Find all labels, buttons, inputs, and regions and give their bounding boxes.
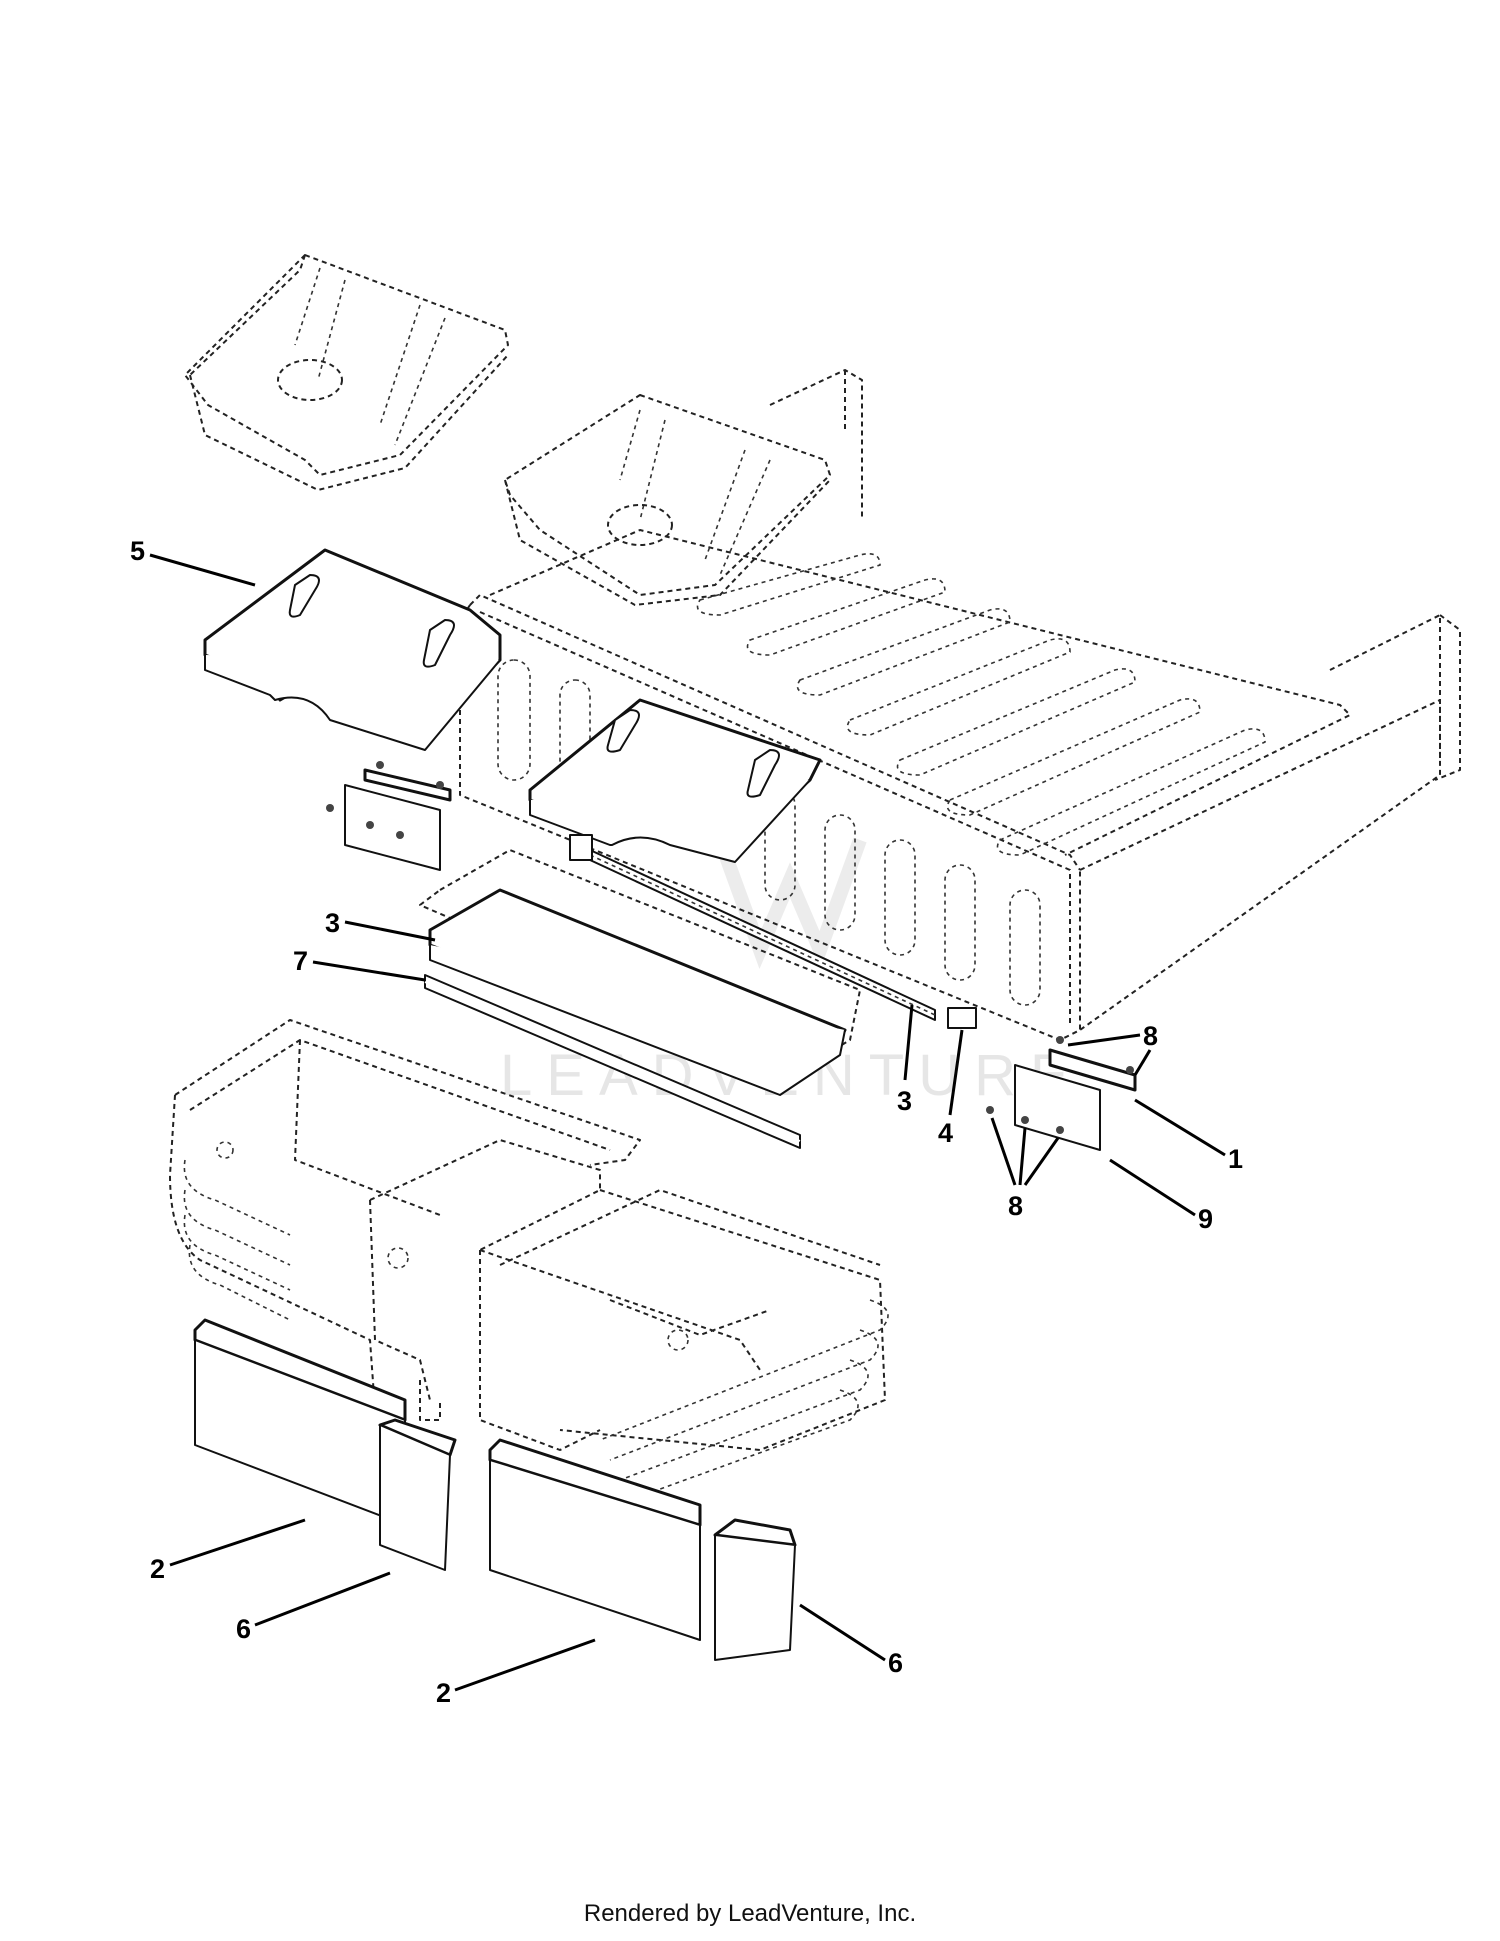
leader-8b-1 xyxy=(990,1117,1017,1186)
part-6-right-cap xyxy=(713,1518,797,1661)
leader-2b xyxy=(454,1638,596,1692)
callout-5: 5 xyxy=(130,536,145,566)
callout-8-lower: 8 xyxy=(1008,1191,1023,1221)
callout-6-left: 6 xyxy=(236,1614,251,1644)
leader-8a-2 xyxy=(1133,1049,1152,1076)
leader-3a xyxy=(344,920,436,942)
callout-3-right: 3 xyxy=(897,1086,912,1116)
footer-credit: Rendered by LeadVenture, Inc. xyxy=(583,1900,917,1927)
callout-6-right: 6 xyxy=(888,1648,903,1678)
lower-chassis-outline xyxy=(169,1019,889,1501)
callout-3-left: 3 xyxy=(325,908,340,938)
leader-8b-3 xyxy=(1023,1137,1060,1186)
leader-9 xyxy=(1109,1158,1196,1217)
part-5-weight xyxy=(203,548,502,871)
callout-numbers: 5 3 7 3 4 8 1 9 8 2 6 2 6 xyxy=(130,536,1243,1708)
right-bracket-assembly xyxy=(986,1036,1137,1151)
leader-5 xyxy=(149,553,256,587)
callout-7: 7 xyxy=(293,946,308,976)
part-2-right-weight xyxy=(488,1438,702,1641)
callout-2-right: 2 xyxy=(436,1678,451,1708)
callout-4: 4 xyxy=(938,1118,953,1148)
watermark-logo xyxy=(713,837,867,970)
part-3-weight-box xyxy=(419,849,861,1096)
leader-1 xyxy=(1134,1098,1226,1157)
callout-2-left: 2 xyxy=(150,1554,165,1584)
leader-4 xyxy=(948,1029,964,1116)
leader-lines xyxy=(149,553,1226,1692)
part-2-left-weight xyxy=(193,1318,407,1526)
leader-8a-1 xyxy=(1067,1033,1141,1047)
deck-slots xyxy=(696,552,1266,856)
callout-1: 1 xyxy=(1228,1144,1243,1174)
callout-8-upper: 8 xyxy=(1143,1021,1158,1051)
callout-9: 9 xyxy=(1198,1204,1213,1234)
leader-8b-2 xyxy=(1018,1127,1027,1186)
leader-2a xyxy=(169,1518,306,1567)
leader-6b xyxy=(799,1603,886,1662)
upper-seat-plate-outline xyxy=(184,254,509,491)
leader-7 xyxy=(312,960,426,982)
center-weight xyxy=(528,698,977,1029)
mower-frame-outline xyxy=(459,369,1461,1041)
part-6-left-cap xyxy=(378,1418,457,1571)
leader-6a xyxy=(254,1571,391,1627)
part-7-strip xyxy=(424,974,801,1149)
leader-3b xyxy=(903,1004,914,1081)
